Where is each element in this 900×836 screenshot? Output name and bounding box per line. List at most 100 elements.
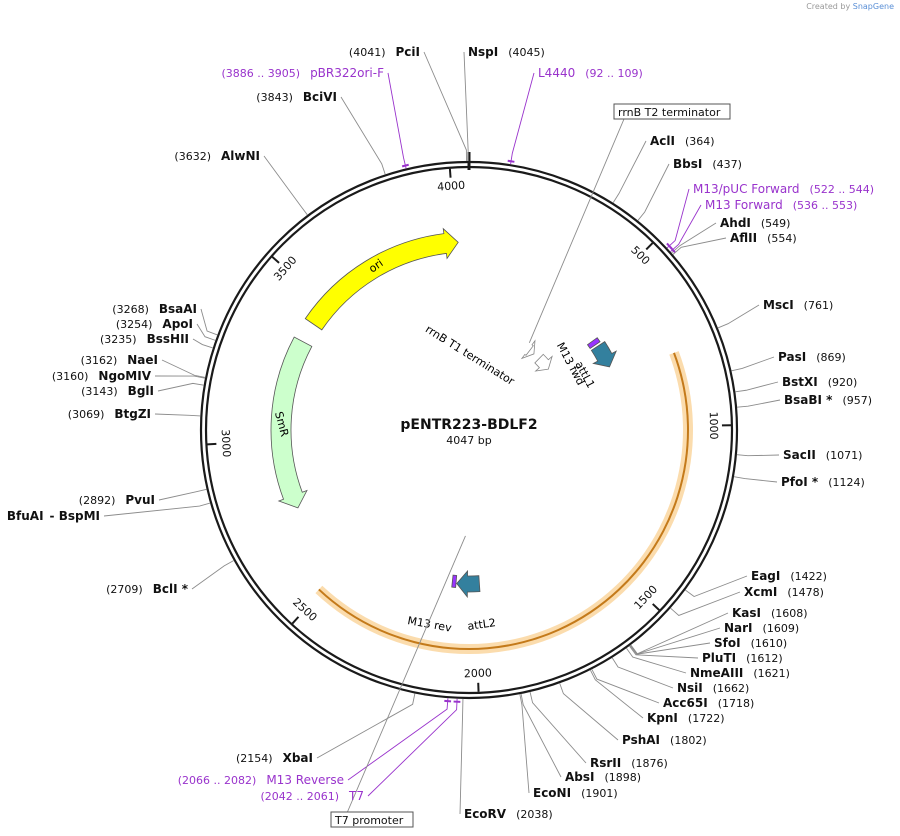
label-layer: AclI (364) BbsI (437) AhdI(549)AflII (554) Msc… [7,45,874,828]
leader-btgzi [154,413,201,417]
label-name: NsiI [677,681,703,695]
label-name: PvuI [125,493,155,507]
leader-pbr322ori-f [387,72,407,169]
label-bstxi: BstXI(920) [782,375,857,389]
box-leader-rrnb-t2-terminator [528,118,625,344]
leader-acc65i [591,669,660,704]
label-name: AclI [650,134,675,148]
label-pasi: PasI (869) [778,350,846,364]
label-position: (522 .. 544) [810,183,875,196]
label-naei: (3162)NaeI [81,353,158,367]
label-name: L4440 [538,66,575,80]
leader-naei [161,359,206,378]
leader-nspi [463,51,469,162]
label-position: (1662) [713,682,750,695]
leader-m13-reverse [347,698,449,781]
label-name: M13 Reverse [266,773,344,787]
tick-label-2000: 2000 [464,666,492,680]
label-t7: (2042 .. 2061)T7 [260,789,364,803]
feature-label-smr: SmR [272,410,291,438]
label-name: MscI [763,298,794,312]
label-name: AflII [730,231,757,245]
label-bcli: (2709)BclI * [106,582,189,596]
feature-rrnb-t1-terminator [534,353,553,372]
label-ecorv: EcoRV(2038) [464,807,553,821]
label-position: (1608) [771,607,808,620]
label-pbr322ori-f: (3886 .. 3905)pBR322ori-F [222,66,385,80]
label-position: (2038) [516,808,553,821]
label-name: EcoNI [533,786,571,800]
label-xcmi: XcmI (1478) [744,585,824,599]
feature-attl1 [590,341,618,368]
label-name: PasI [778,350,806,364]
leader-sacii [736,454,780,457]
label-position: (1722) [688,712,725,725]
label-rsrii: RsrII(1876) [590,756,668,770]
leader-layer [103,51,781,828]
label-m13-forward: M13 Forward(536 .. 553) [705,198,857,212]
label-name: PshAI [622,733,660,747]
label-name: BbsI [673,157,702,171]
leader-eagi [684,575,748,598]
leader-kpni [589,669,644,719]
label-position: (2709) [106,583,143,596]
feature-label-attl2: attL2 [467,616,497,633]
label-name: Acc65I [663,696,708,710]
feature-m13-fwd [586,337,601,350]
label-name: BsaAI [159,302,197,316]
label-msci: MscI(761) [763,298,833,312]
plasmid-length: 4047 bp [446,434,491,447]
leader-econi [519,694,530,794]
label-position: (2042 .. 2061) [260,790,339,803]
label-m13-reverse: (2066 .. 2082)M13 Reverse [178,773,344,787]
label-name: XcmI [744,585,777,599]
feature-label-m13-rev: M13 rev [406,614,453,635]
label-position: (92 .. 109) [585,67,643,80]
label-position: (1901) [581,787,618,800]
label-name: NspI [468,45,498,59]
label-eagi: EagI (1422) [751,569,827,583]
leader-bstxi [735,381,779,393]
label-position: (554) [767,232,797,245]
label-alwni: (3632)AlwNI [174,149,260,163]
leader-bsaai [200,308,218,336]
label-position: (437) [712,158,742,171]
tick-mark-3500 [271,256,280,264]
tick-mark-1500 [652,603,660,611]
label-name: RsrII [590,756,621,770]
primer-mark-l4440 [507,159,515,163]
label-position: (869) [816,351,846,364]
leader-aflii [672,237,727,255]
label-kasi: KasI(1608) [732,606,808,620]
label-position: (3143) [81,385,118,398]
label-position: (1478) [787,586,824,599]
label-name: SfoI [714,636,741,650]
feature-rrnb-t2-terminator [520,339,536,360]
label-absi: AbsI(1898) [565,770,641,784]
label-position: (1422) [790,570,827,583]
feature-attl2 [456,569,481,599]
label-name: SacII [783,448,816,462]
label-ahdi: AhdI(549) [720,216,790,230]
label-name: EagI [751,569,780,583]
leader-bsabi [736,399,781,408]
label-position: (364) [685,135,715,148]
label-position: (536 .. 553) [793,199,858,212]
label-name: AbsI [565,770,594,784]
label-position: (1612) [746,652,783,665]
leader-nmeaiii [626,647,687,674]
box-label-rrnb-t2-terminator: rrnB T2 terminator [618,106,721,119]
label-m13-puc-forward: M13/pUC Forward(522 .. 544) [693,182,874,196]
leader-pshai [559,683,619,741]
label-position: (3160) [52,370,89,383]
tick-mark-4000 [448,168,452,178]
label-name: PluTI [702,651,736,665]
label-position: (1610) [751,637,788,650]
leader-pasi [731,356,775,372]
credit-prefix: Created by [806,2,851,11]
label-name: KpnI [647,711,678,725]
leader-alwni [263,155,308,216]
snapgene-credit: Created by SnapGene [806,2,894,11]
label-acc65i: Acc65I(1718) [663,696,754,710]
